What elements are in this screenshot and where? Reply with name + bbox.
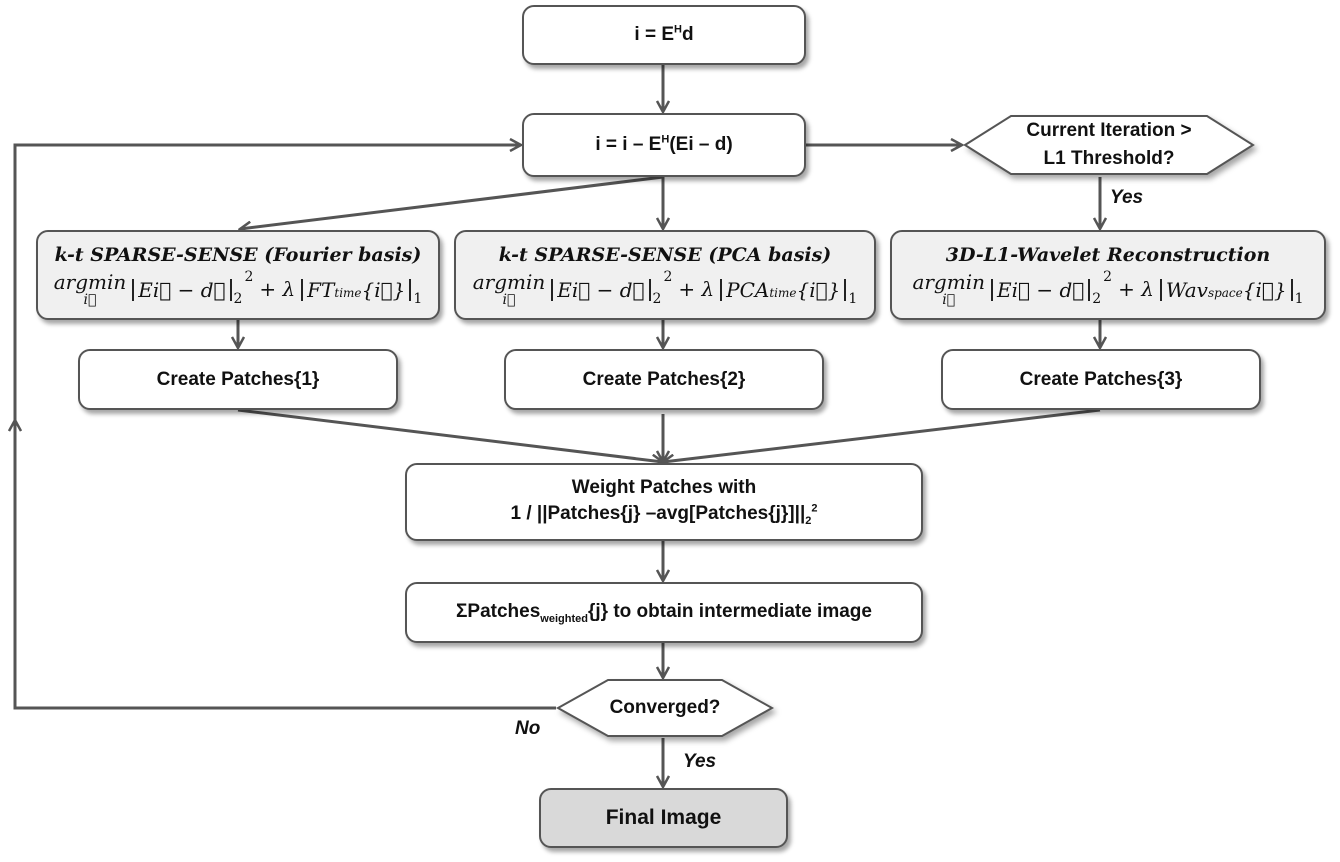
node-weight-patches: Weight Patches with 1 / ||Patches{j} –av… (405, 463, 923, 541)
node-create-patches-2: Create Patches{2} (504, 349, 824, 410)
fourier-title: k-t SPARSE-SENSE (Fourier basis) (54, 243, 422, 266)
decision-threshold-shape (963, 115, 1255, 175)
node-initial-estimate: i = EHd (522, 5, 806, 65)
edge-patches1-to-weight (237, 408, 663, 462)
decision-threshold: Current Iteration > L1 Threshold? (963, 114, 1255, 176)
create-patches-1-label: Create Patches{1} (156, 368, 320, 390)
edge-update-to-fourier (240, 175, 664, 229)
node-gradient-update: i = i – EH(Ei – d) (522, 113, 806, 177)
pca-title: k-t SPARSE-SENSE (PCA basis) (498, 243, 832, 266)
decision-converged-shape (555, 679, 775, 737)
decision-threshold-line2: L1 Threshold? (1043, 148, 1175, 169)
decision-converged: Converged? (555, 678, 775, 738)
sum-weighted-patches-label: ΣPatchesweighted{j} to obtain intermedia… (456, 600, 872, 625)
node-gradient-update-label: i = i – EH(Ei – d) (595, 133, 733, 156)
create-patches-3-label: Create Patches{3} (1019, 368, 1183, 390)
label-converged-no: No (515, 718, 541, 739)
edge-patches3-to-weight (663, 408, 1101, 462)
node-create-patches-3: Create Patches{3} (941, 349, 1261, 410)
node-sum-weighted-patches: ΣPatchesweighted{j} to obtain intermedia… (405, 582, 923, 643)
weight-patches-line1: Weight Patches with (571, 477, 757, 499)
final-image-label: Final Image (605, 805, 722, 829)
label-converged-yes: Yes (683, 751, 717, 772)
create-patches-2-label: Create Patches{2} (582, 368, 746, 390)
weight-patches-line2: 1 / ||Patches{j} –avg[Patches{j}]||22 (510, 502, 818, 527)
decision-converged-label: Converged? (609, 696, 721, 718)
node-final-image: Final Image (539, 788, 788, 848)
node-create-patches-1: Create Patches{1} (78, 349, 398, 410)
wavelet-title: 3D-L1-Wavelet Reconstruction (945, 243, 1271, 266)
label-threshold-yes: Yes (1110, 187, 1144, 208)
decision-threshold-line1: Current Iteration > (1026, 119, 1192, 141)
node-initial-estimate-label: i = EHd (634, 23, 694, 46)
